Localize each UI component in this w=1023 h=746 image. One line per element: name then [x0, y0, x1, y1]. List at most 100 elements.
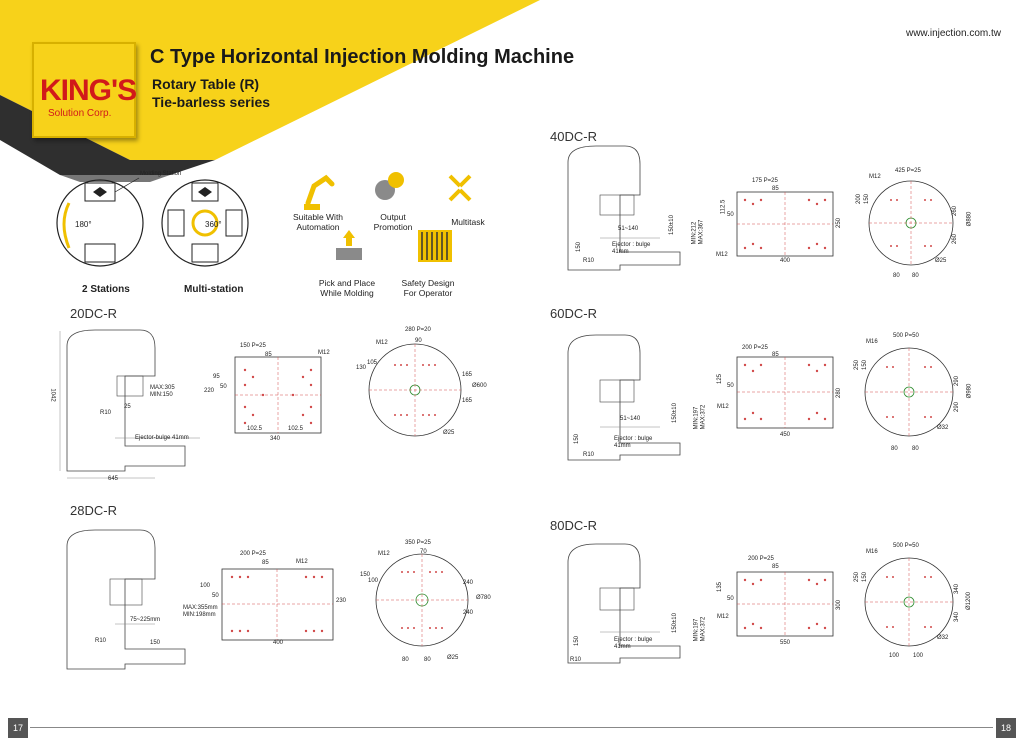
dim-40-d150t: 150: [864, 193, 871, 205]
dim-20-r: R10: [100, 410, 112, 416]
dim-80-stroke: 150±10: [671, 613, 678, 633]
dim-80-d340b: 340: [954, 611, 961, 623]
dim-40-d250: 250: [836, 217, 843, 229]
dim-28-d80a: 80: [402, 657, 409, 663]
multitask-arrows-icon: [448, 174, 472, 202]
dim-40-dia: Ø880: [966, 211, 973, 227]
dim-20-d25: 25: [124, 404, 131, 410]
angle-180-label: 180°: [75, 220, 92, 229]
dim-40-d85: 85: [772, 186, 779, 192]
model-40dc-label: 40DC-R: [550, 129, 597, 144]
dim-80-d150t: 150: [862, 571, 869, 583]
dim-28-m12: M12: [296, 559, 308, 565]
dim-28-d50: 50: [212, 593, 219, 599]
logo-text: KING'S: [40, 74, 137, 107]
model-80dc-label: 80DC-R: [550, 518, 597, 533]
dim-80-d250: 250: [854, 571, 861, 583]
dim-20-d130: 130: [356, 365, 367, 371]
dim-28-tpitch: 350 P=25: [405, 540, 431, 546]
platen-20dc: [234, 356, 322, 434]
dim-28-d100t: 100: [368, 578, 379, 584]
dim-40-m12: M12: [716, 252, 728, 258]
dim-20-d220: 220: [204, 388, 215, 394]
dim-40-d260a: 260: [952, 205, 959, 217]
dim-60-dia: Ø980: [966, 383, 973, 399]
dim-40-d50: 50: [727, 212, 734, 218]
dim-80-d100a: 100: [889, 653, 900, 659]
dim-40-range: 51~140: [618, 226, 639, 232]
dim-80-d50: 50: [727, 596, 734, 602]
gears-icon: [375, 172, 404, 200]
station-diagrams: [56, 177, 249, 267]
dim-28-pitch: 200 P=25: [240, 551, 266, 557]
dim-20-d105: 105: [367, 360, 378, 366]
dim-40-d400: 400: [780, 258, 791, 264]
dim-80-d300: 300: [836, 599, 843, 611]
side-view-20dc: [59, 329, 200, 479]
dim-40-tm12: M12: [869, 174, 881, 180]
dim-80-d550: 550: [780, 640, 791, 646]
dim-80-p32: Ø32: [937, 635, 949, 641]
dim-80-d100b: 100: [913, 653, 924, 659]
platen-60dc: [736, 356, 834, 429]
dim-80-tm16: M16: [866, 549, 878, 555]
dim-20-d85: 85: [265, 352, 272, 358]
dim-28-d85: 85: [262, 560, 269, 566]
dim-20-m12: M12: [318, 350, 330, 356]
dim-40-p25: Ø25: [935, 258, 947, 264]
page-number-right: 18: [996, 718, 1016, 738]
dim-40-pitch: 175 P=25: [752, 178, 778, 184]
dim-28-d150t: 150: [360, 572, 371, 578]
dim-80-d85: 85: [772, 564, 779, 570]
dim-60-r: R10: [583, 452, 595, 458]
dim-28-d80b: 80: [424, 657, 431, 663]
dim-20-d1025a: 102.5: [247, 426, 263, 432]
dim-20-tpitch: 280 P=20: [405, 327, 431, 333]
model-60dc-label: 60DC-R: [550, 306, 597, 321]
feature-multitask: Multitask: [451, 217, 485, 227]
dim-40-r: R10: [583, 258, 595, 264]
dim-40-d200: 200: [856, 193, 863, 205]
dim-28-d150: 150: [150, 640, 161, 646]
dim-20-height: 1042: [49, 388, 56, 402]
dim-80-d135: 135: [717, 581, 724, 593]
feature-icons: [304, 172, 472, 262]
dim-40-d80a: 80: [893, 273, 900, 279]
dim-60-d150: 150: [574, 433, 581, 445]
dim-40-d260b: 260: [952, 233, 959, 245]
dim-60-d280: 280: [836, 387, 843, 399]
dim-28-range: 75~225mm: [130, 617, 161, 623]
dim-20-base: 645: [108, 476, 119, 482]
logo-subtext: Solution Corp.: [48, 108, 112, 119]
safety-hand-icon: [418, 230, 452, 262]
rotary-table-20dc: [368, 343, 462, 437]
dim-60-d290a: 290: [954, 375, 961, 387]
dim-60-d250: 250: [854, 359, 861, 371]
dim-28-dia: Ø780: [476, 595, 491, 601]
dim-28-d400: 400: [273, 640, 284, 646]
side-view-28dc: [66, 529, 186, 670]
dim-80-tpitch: 500 P=50: [893, 543, 919, 549]
dim-80-r: R10: [570, 657, 582, 663]
website-url[interactable]: www.injection.com.tw: [905, 28, 1001, 39]
dim-28-r: R10: [95, 638, 107, 644]
dim-60-d450: 450: [780, 432, 791, 438]
robot-arm-icon: [304, 174, 335, 210]
dim-40-d80b: 80: [912, 273, 919, 279]
rotary-table-80dc: [864, 557, 954, 647]
dim-28-d240b: 240: [463, 610, 474, 616]
dim-60-d150t: 150: [862, 359, 869, 371]
dim-80-dia: Ø1200: [966, 591, 973, 611]
dim-80-d150: 150: [574, 635, 581, 647]
dim-20-tm12: M12: [376, 340, 388, 346]
model-28dc-label: 28DC-R: [70, 503, 117, 518]
dim-60-d50: 50: [727, 383, 734, 389]
